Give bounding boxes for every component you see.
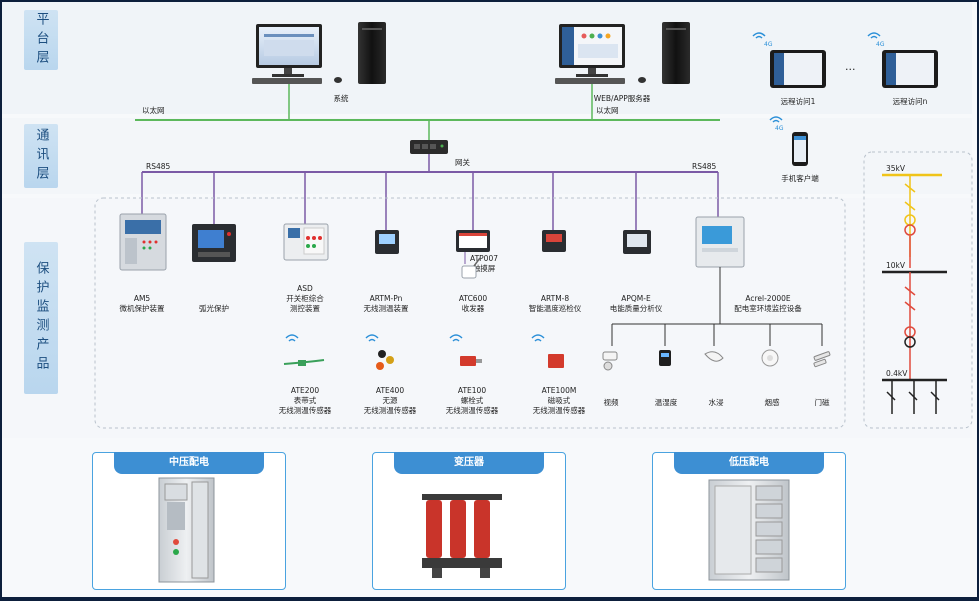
rs485-label-left: RS485 (146, 162, 171, 171)
panel-transformer: 变压器 (372, 452, 566, 590)
mobile-client-label: 手机客户端 (781, 174, 819, 183)
panel-lv-distribution: 低压配电 (652, 452, 846, 590)
ellipsis-label: ... (845, 60, 856, 73)
ethernet-label-right: 以太网 (596, 106, 619, 115)
platform-layer-band (2, 2, 972, 114)
voltage-04kv-label: 0.4kV (886, 369, 908, 378)
panel-mv-distribution: 中压配电 (92, 452, 286, 590)
voltage-10kv-label: 10kV (886, 261, 906, 270)
env-label-humidity: 温湿度 (654, 398, 678, 407)
device-label-arc: 弧光保护 (199, 304, 229, 313)
rs485-label-right: RS485 (692, 162, 717, 171)
panel-title-mv: 中压配电 (114, 452, 264, 474)
remote-access-n-label: 远程访问n (892, 97, 928, 106)
gateway-label: 网关 (455, 158, 470, 167)
voltage-35kv-label: 35kV (886, 164, 906, 173)
env-label-water: 水浸 (708, 398, 724, 407)
layer-label-communication: 通讯层 (33, 127, 49, 185)
signal-4g-tablet2: 4G (876, 41, 885, 48)
layer-label-platform: 平台层 (33, 11, 49, 69)
signal-4g-mobile: 4G (775, 125, 784, 132)
system-label: 系统 (333, 94, 349, 103)
env-label-door: 门磁 (814, 398, 830, 407)
layer-tab-protection: 保护监测产品 (24, 242, 58, 394)
layer-tab-communication: 通讯层 (24, 124, 58, 188)
communication-layer-band (2, 118, 972, 194)
ethernet-label-left: 以太网 (142, 106, 165, 115)
panel-title-lv: 低压配电 (674, 452, 824, 474)
layer-label-protection: 保护监测产品 (33, 261, 49, 375)
layer-tab-platform: 平台层 (24, 10, 58, 70)
panel-title-transformer: 变压器 (394, 452, 544, 474)
remote-access-1-label: 远程访问1 (780, 97, 816, 106)
signal-4g-tablet1: 4G (764, 41, 773, 48)
web-server-label: WEB/APP服务器 (593, 94, 651, 103)
env-label-video: 视频 (603, 398, 619, 407)
env-label-smoke: 烟感 (764, 398, 780, 407)
